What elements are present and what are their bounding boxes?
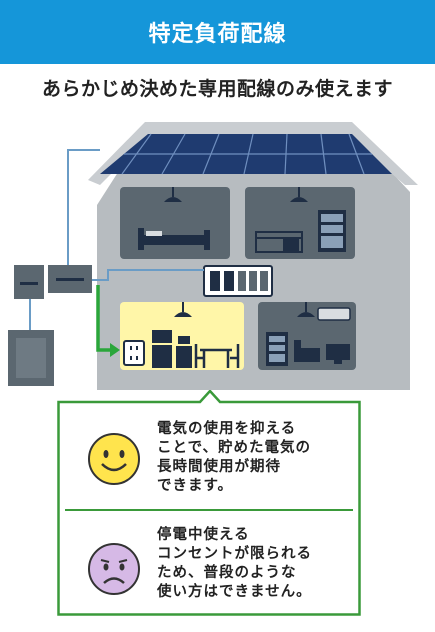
page-header: 特定負荷配線 (0, 0, 435, 64)
battery-icon (8, 330, 54, 386)
happy-face-icon (88, 433, 140, 485)
desk-icon (255, 231, 303, 253)
drawer-chest-icon (266, 332, 288, 366)
dining-table-icon (194, 344, 240, 368)
header-title: 特定負荷配線 (148, 22, 287, 47)
bed-icon (138, 228, 210, 250)
pros-text: 電気の使用を抑える ことで、貯めた電気の 長時間使用が期待 できます。 (157, 421, 311, 494)
power-conditioner-icon (14, 265, 92, 299)
ceiling-lamp-icon (164, 187, 315, 317)
callout-box: 電気の使用を抑える ことで、貯めた電気の 長時間使用が期待 できます。 停電中使… (57, 390, 361, 616)
outlet-icon (123, 340, 145, 366)
solar-panel-icon (100, 133, 392, 175)
specific-load-arrow (96, 285, 120, 357)
sad-face-icon (88, 543, 140, 595)
fridge-icon (152, 330, 192, 368)
breaker-panel-icon (203, 265, 273, 297)
shelf-icon (318, 210, 346, 252)
subtitle: あらかじめ決めた専用配線のみ使えます (41, 78, 393, 100)
sofa-icon (294, 340, 320, 362)
tv-icon (326, 344, 350, 364)
cons-text: 停電中使える コンセントが限られる ため、普段のような 使い方はできません。 (157, 527, 312, 600)
air-conditioner-icon (317, 307, 351, 321)
house-diagram (8, 122, 418, 390)
